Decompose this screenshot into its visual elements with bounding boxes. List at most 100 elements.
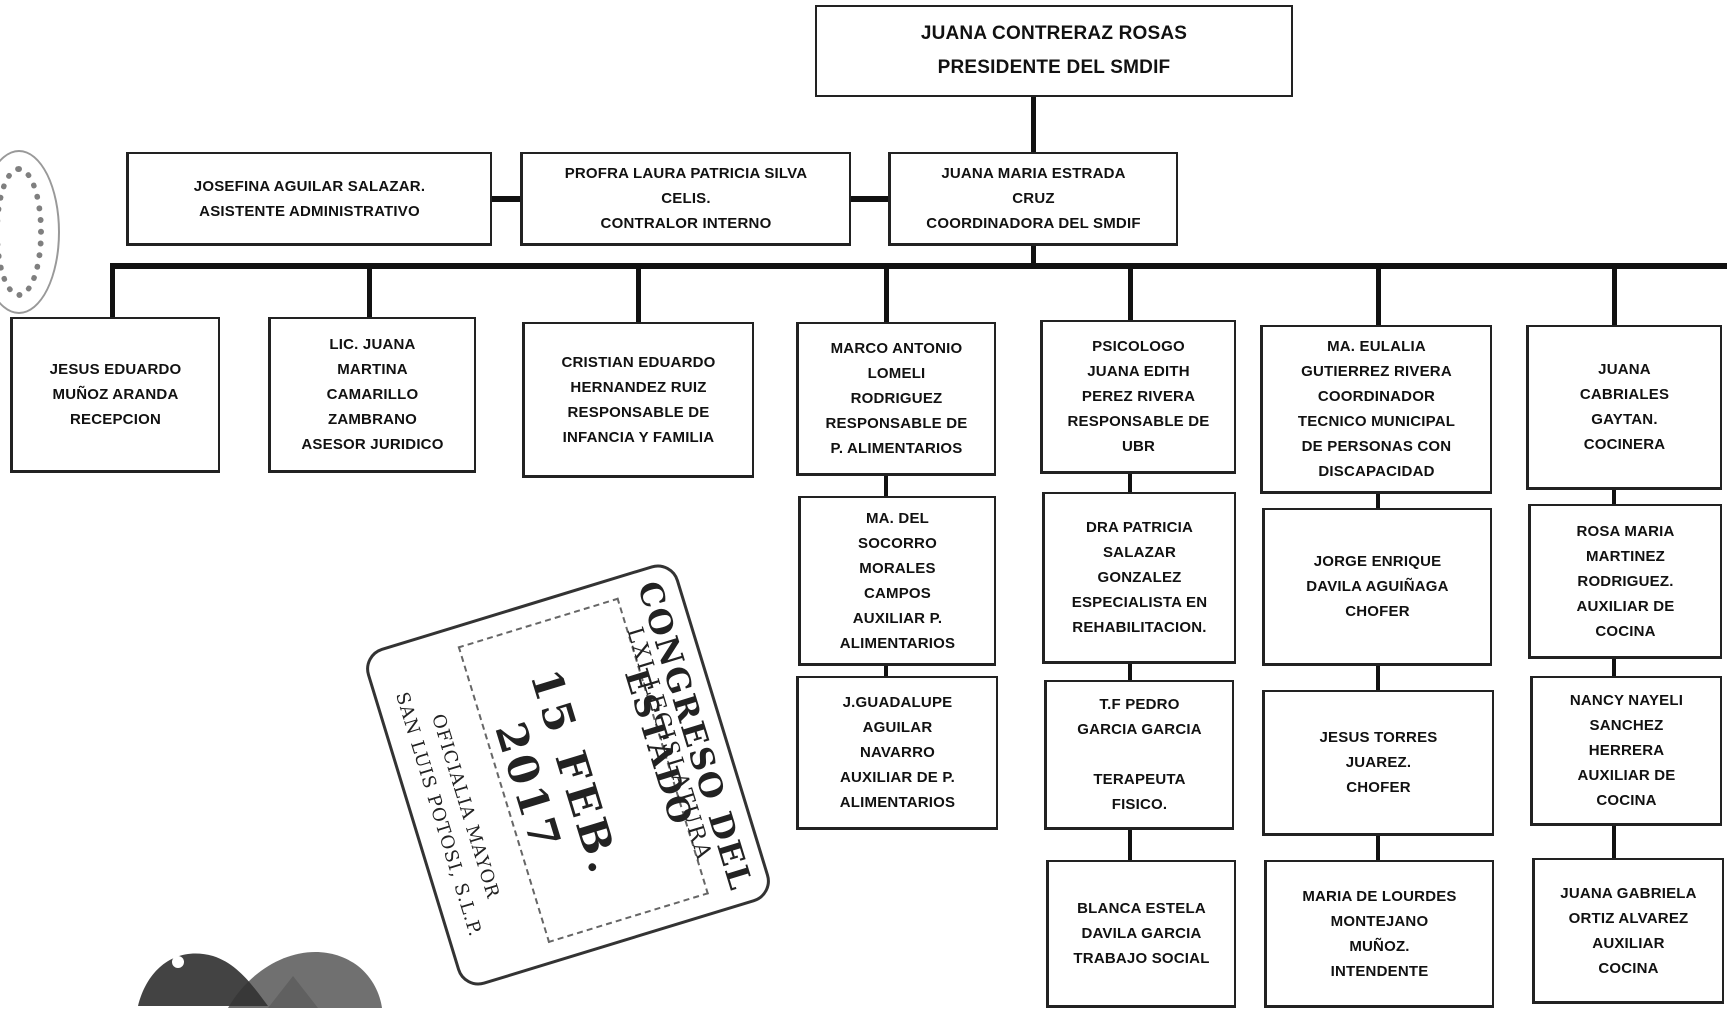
connector-drop-legal bbox=[367, 263, 372, 317]
node-text-line: AUXILIAR DE P. bbox=[839, 769, 956, 786]
connector-drop-cook bbox=[1612, 263, 1617, 325]
org-node-janitor: MARIA DE LOURDES MONTEJANO MUÑOZ. INTENDENT… bbox=[1264, 860, 1494, 1008]
node-text-line: ORTIZ ALVAREZ bbox=[1568, 909, 1689, 927]
node-text-line: DAVILA GARCIA bbox=[1081, 925, 1202, 942]
connector-drop-disability bbox=[1376, 263, 1381, 325]
node-text-line: TECNICO MUNICIPAL bbox=[1297, 413, 1456, 430]
org-node-administrative-assistant: JOSEFINA AGUILAR SALAZAR.ASISTENTE ADMIN… bbox=[126, 152, 492, 246]
node-text-line bbox=[1137, 742, 1141, 767]
node-text-line: J.GUADALUPE bbox=[842, 694, 953, 711]
node-text-line: CRUZ bbox=[1012, 190, 1055, 207]
node-text-line: FISICO. bbox=[1111, 796, 1168, 813]
org-node-ubr: PSICOLOGO JUANA EDITH PEREZ RIVERA RESPONSA… bbox=[1040, 320, 1236, 474]
node-text-line: JUANA EDITH bbox=[1087, 363, 1190, 380]
node-text-line: BLANCA ESTELA bbox=[1077, 900, 1206, 917]
node-text-line: COCINA bbox=[1595, 622, 1656, 640]
node-text-line: AUXILIAR bbox=[1592, 934, 1665, 952]
node-text-line: LOMELI bbox=[867, 365, 926, 382]
node-text-line: ALIMENTARIOS bbox=[839, 634, 956, 652]
node-text-line: CHOFER bbox=[1345, 603, 1410, 620]
connector-drop-childhood bbox=[636, 263, 641, 322]
org-node-social-work: BLANCA ESTELA DAVILA GARCIA TRABAJO SOCIAL bbox=[1046, 860, 1236, 1008]
node-text-line: T.F PEDRO bbox=[1099, 696, 1180, 713]
node-text-line: JESUS EDUARDO bbox=[49, 361, 182, 378]
node-text-line: RESPONSABLE DE bbox=[1067, 413, 1210, 430]
node-text-line: ZAMBRANO bbox=[327, 411, 418, 428]
node-text-line: CAMPOS bbox=[863, 584, 932, 602]
node-text-line: JESUS TORRES bbox=[1319, 729, 1438, 746]
node-text-line: LIC. JUANA bbox=[329, 336, 416, 353]
node-text-line: JORGE ENRIQUE bbox=[1313, 553, 1442, 570]
connector-coordinator-down bbox=[1031, 246, 1036, 266]
node-text-line: JUAREZ. bbox=[1345, 754, 1412, 771]
node-text-line: COCINERA bbox=[1583, 436, 1666, 453]
node-text-line: CELIS. bbox=[661, 190, 711, 207]
node-text-line: JUANA MARIA ESTRADA bbox=[941, 165, 1126, 182]
node-text-line: MARTINEZ bbox=[1585, 547, 1666, 565]
connector-drop-ubr bbox=[1128, 263, 1133, 320]
org-node-driver-1: JORGE ENRIQUE DAVILA AGUIÑAGA CHOFER bbox=[1262, 508, 1492, 666]
node-text-line: PSICOLOGO bbox=[1092, 338, 1185, 355]
node-text-line: ALIMENTARIOS bbox=[839, 794, 956, 811]
node-text-line: HERNANDEZ RUIZ bbox=[570, 378, 707, 396]
org-node-driver-2: JESUS TORRES JUAREZ. CHOFER bbox=[1262, 690, 1494, 836]
node-text-line: MONTEJANO bbox=[1330, 912, 1429, 930]
node-text-line: COCINA bbox=[1598, 959, 1659, 977]
node-text-line: DAVILA AGUIÑAGA bbox=[1306, 578, 1449, 595]
node-text-line: RODRIGUEZ bbox=[850, 390, 943, 407]
org-node-kitchen-assistant-1: ROSA MARIA MARTINEZ RODRIGUEZ. AUXILIAR DE C… bbox=[1528, 504, 1722, 659]
node-text-line: MARIA DE LOURDES bbox=[1302, 887, 1457, 905]
node-text-line: AUXILIAR P. bbox=[852, 609, 943, 627]
org-node-kitchen-assistant-2: NANCY NAYELI SANCHEZ HERRERA AUXILIAR DE COC… bbox=[1530, 676, 1722, 826]
node-text-line: COORDINADORA DEL SMDIF bbox=[926, 215, 1141, 232]
node-text-line: AUXILIAR DE bbox=[1577, 767, 1676, 784]
node-text-line: INFANCIA Y FAMILIA bbox=[562, 428, 715, 446]
received-stamp: CONGRESO DEL ESTADO LXI LEGISLATURA 15 F… bbox=[360, 559, 776, 991]
node-text-line: NANCY NAYELI bbox=[1569, 692, 1684, 709]
node-text-line: CRISTIAN EDUARDO bbox=[561, 353, 716, 371]
node-text-line: GAYTAN. bbox=[1591, 411, 1658, 428]
node-text-line: AUXILIAR DE bbox=[1576, 597, 1675, 615]
node-text-line: CABRIALES bbox=[1579, 386, 1670, 403]
node-text-line: INTENDENTE bbox=[1330, 962, 1429, 980]
node-text-line: TERAPEUTA bbox=[1093, 771, 1186, 788]
node-text-line: COORDINADOR bbox=[1317, 388, 1436, 405]
node-text-line: MARCO ANTONIO bbox=[830, 340, 963, 357]
node-text-line: AGUILAR bbox=[862, 719, 933, 736]
connector-president-down bbox=[1031, 94, 1036, 160]
node-text-line: DRA PATRICIA bbox=[1085, 519, 1194, 536]
node-text-line: ASESOR JURIDICO bbox=[301, 436, 444, 453]
node-text-line: GONZALEZ bbox=[1097, 569, 1182, 586]
node-text-line: TRABAJO SOCIAL bbox=[1073, 950, 1210, 967]
seal-ring-icon bbox=[0, 166, 44, 298]
node-text-line: MA. DEL bbox=[865, 509, 930, 527]
node-text-line: ROSA MARIA bbox=[1576, 522, 1675, 540]
node-text-line: RODRIGUEZ. bbox=[1577, 572, 1674, 590]
node-text-line: MUÑOZ. bbox=[1349, 937, 1410, 955]
org-node-smdif-coordinator: JUANA MARIA ESTRADA CRUZ COORDINADORA DEL … bbox=[888, 152, 1178, 246]
node-text-line: HERRERA bbox=[1588, 742, 1665, 759]
node-text-line: ESPECIALISTA EN bbox=[1071, 594, 1208, 611]
node-text-line: MORALES bbox=[859, 559, 936, 577]
node-text-line: GUTIERREZ RIVERA bbox=[1301, 363, 1452, 380]
node-text-line: SANCHEZ bbox=[1589, 717, 1664, 734]
node-text-line: DE PERSONAS CON bbox=[1301, 438, 1452, 455]
node-text-line: REHABILITACION. bbox=[1072, 619, 1207, 636]
eagle-emblem-icon bbox=[138, 951, 382, 1008]
official-seal bbox=[0, 150, 60, 314]
node-text-line: COCINA bbox=[1596, 792, 1657, 809]
node-text-line: DISCAPACIDAD bbox=[1318, 463, 1435, 480]
node-text-line: P. ALIMENTARIOS bbox=[830, 440, 963, 457]
node-text-line: PEREZ RIVERA bbox=[1081, 388, 1196, 405]
node-text-line: MARTINA bbox=[337, 361, 408, 378]
node-text-line: CHOFER bbox=[1346, 779, 1411, 796]
node-text-line: JUANA GABRIELA bbox=[1560, 884, 1697, 902]
